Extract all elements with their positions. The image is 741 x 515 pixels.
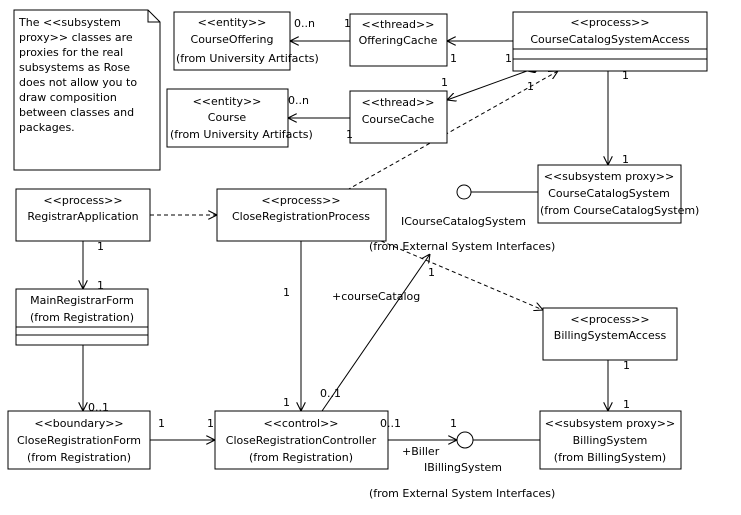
class-stereotype: <<thread>> <box>362 18 435 31</box>
class-close-registration-controller[interactable]: <<control>> CloseRegistrationController … <box>214 410 389 470</box>
multiplicity: 1 <box>622 153 629 166</box>
note-line: does not allow you to <box>19 76 137 89</box>
edge-controller-icoursecatalog <box>321 254 430 412</box>
interface-name: ICourseCatalogSystem <box>401 215 526 228</box>
note: The <<subsystem proxy>> classes are prox… <box>13 9 161 171</box>
class-course-cache[interactable]: <<thread>> CourseCache <box>349 90 448 144</box>
multiplicity: 1 <box>428 266 435 279</box>
class-name: BillingSystem <box>573 434 648 447</box>
class-name: MainRegistrarForm <box>30 294 134 307</box>
note-line: proxies for the real <box>19 46 123 59</box>
class-course-catalog-access[interactable]: <<process>> CourseCatalogSystemAccess <box>512 11 708 72</box>
multiplicity: 1 <box>623 398 630 411</box>
multiplicity: 0..1 <box>380 417 401 430</box>
multiplicity: 0..1 <box>88 401 109 414</box>
note-line: packages. <box>19 121 75 134</box>
multiplicity: 0..n <box>294 17 315 30</box>
class-stereotype: <<process>> <box>261 194 340 207</box>
class-name: Course <box>208 111 247 124</box>
multiplicity: 1 <box>527 80 534 93</box>
multiplicity: 1 <box>97 279 104 292</box>
multiplicity: 1 <box>283 286 290 299</box>
multiplicity: 1 <box>344 17 351 30</box>
edge-access-coursecache <box>447 71 527 100</box>
note-line: subsystems as Rose <box>19 61 130 74</box>
class-close-registration-form[interactable]: <<boundary>> CloseRegistrationForm (from… <box>7 410 151 470</box>
class-course-catalog-system[interactable]: <<subsystem proxy>> CourseCatalogSystem … <box>537 164 699 224</box>
class-name: OfferingCache <box>359 34 438 47</box>
role-label: +courseCatalog <box>332 290 420 303</box>
class-stereotype: <<entity>> <box>193 95 262 108</box>
note-line: between classes and <box>19 106 134 119</box>
class-name: CloseRegistrationProcess <box>232 210 370 223</box>
class-billing-system[interactable]: <<subsystem proxy>> BillingSystem (from … <box>539 410 682 470</box>
class-stereotype: <<process>> <box>43 194 122 207</box>
multiplicity: 1 <box>441 76 448 89</box>
interface-circle-icon <box>456 431 474 449</box>
class-main-registrar-form[interactable]: MainRegistrarForm (from Registration) <box>15 288 149 346</box>
class-from: (from CourseCatalogSystem) <box>540 204 699 217</box>
class-close-registration-process[interactable]: <<process>> CloseRegistrationProcess <box>216 188 387 242</box>
role-label: +Biller <box>402 445 440 458</box>
class-from: (from Registration) <box>249 451 353 464</box>
class-stereotype: <<entity>> <box>198 16 267 29</box>
class-from: (from Registration) <box>27 451 131 464</box>
interface-icoursecatalog: ICourseCatalogSystem (from External Syst… <box>369 184 555 253</box>
class-course[interactable]: <<entity>> Course (from University Artif… <box>166 88 313 148</box>
class-stereotype: <<subsystem proxy>> <box>545 417 676 430</box>
class-name: CourseOffering <box>191 33 274 46</box>
class-stereotype: <<boundary>> <box>34 417 123 430</box>
class-stereotype: <<process>> <box>570 313 649 326</box>
multiplicity: 1 <box>505 52 512 65</box>
class-stereotype: <<process>> <box>570 16 649 29</box>
interface-from: (from External System Interfaces) <box>369 240 555 253</box>
class-name: BillingSystemAccess <box>554 329 667 342</box>
multiplicity: 1 <box>207 417 214 430</box>
class-name: CourseCatalogSystem <box>548 187 670 200</box>
class-registrar-application[interactable]: <<process>> RegistrarApplication <box>15 188 151 242</box>
dependency-process-access <box>346 71 558 191</box>
multiplicity: 1 <box>623 359 630 372</box>
class-from: (from Registration) <box>30 311 134 324</box>
multiplicity: 1 <box>283 396 290 409</box>
class-from: (from University Artifacts) <box>170 128 313 141</box>
class-billing-system-access[interactable]: <<process>> BillingSystemAccess <box>542 307 678 361</box>
class-course-offering[interactable]: <<entity>> CourseOffering (from Universi… <box>173 11 319 71</box>
multiplicity: 0..1 <box>320 387 341 400</box>
multiplicity: 1 <box>97 240 104 253</box>
class-name: CloseRegistrationForm <box>17 434 141 447</box>
class-name: CourseCatalogSystemAccess <box>530 33 690 46</box>
multiplicity: 1 <box>346 128 353 141</box>
class-from: (from University Artifacts) <box>176 52 319 65</box>
class-from: (from BillingSystem) <box>554 451 666 464</box>
multiplicity: 1 <box>622 69 629 82</box>
interface-from: (from External System Interfaces) <box>369 487 555 500</box>
interface-circle-icon <box>456 184 472 200</box>
edges <box>83 41 608 440</box>
multiplicity: 0..n <box>288 94 309 107</box>
class-stereotype: <<control>> <box>264 417 339 430</box>
class-stereotype: <<thread>> <box>362 96 435 109</box>
class-name: CloseRegistrationController <box>226 434 377 447</box>
note-line: proxy>> classes are <box>19 31 133 44</box>
class-name: RegistrarApplication <box>27 210 138 223</box>
multiplicity: 1 <box>158 417 165 430</box>
note-line: The <<subsystem <box>18 16 121 29</box>
interface-name: IBillingSystem <box>424 461 502 474</box>
multiplicity: 1 <box>450 417 457 430</box>
interface-ibilling: IBillingSystem (from External System Int… <box>369 431 555 500</box>
multiplicity: 1 <box>450 52 457 65</box>
class-name: CourseCache <box>362 113 435 126</box>
class-stereotype: <<subsystem proxy>> <box>544 170 675 183</box>
dependency-process-billingaccess <box>380 240 543 310</box>
multiplicity-labels: 0..n 1 1 1 1 0..n 1 1 1 1 1 1 1 1 0..1 1… <box>88 17 630 458</box>
class-offering-cache[interactable]: <<thread>> OfferingCache <box>349 13 448 67</box>
note-line: draw composition <box>19 91 117 104</box>
